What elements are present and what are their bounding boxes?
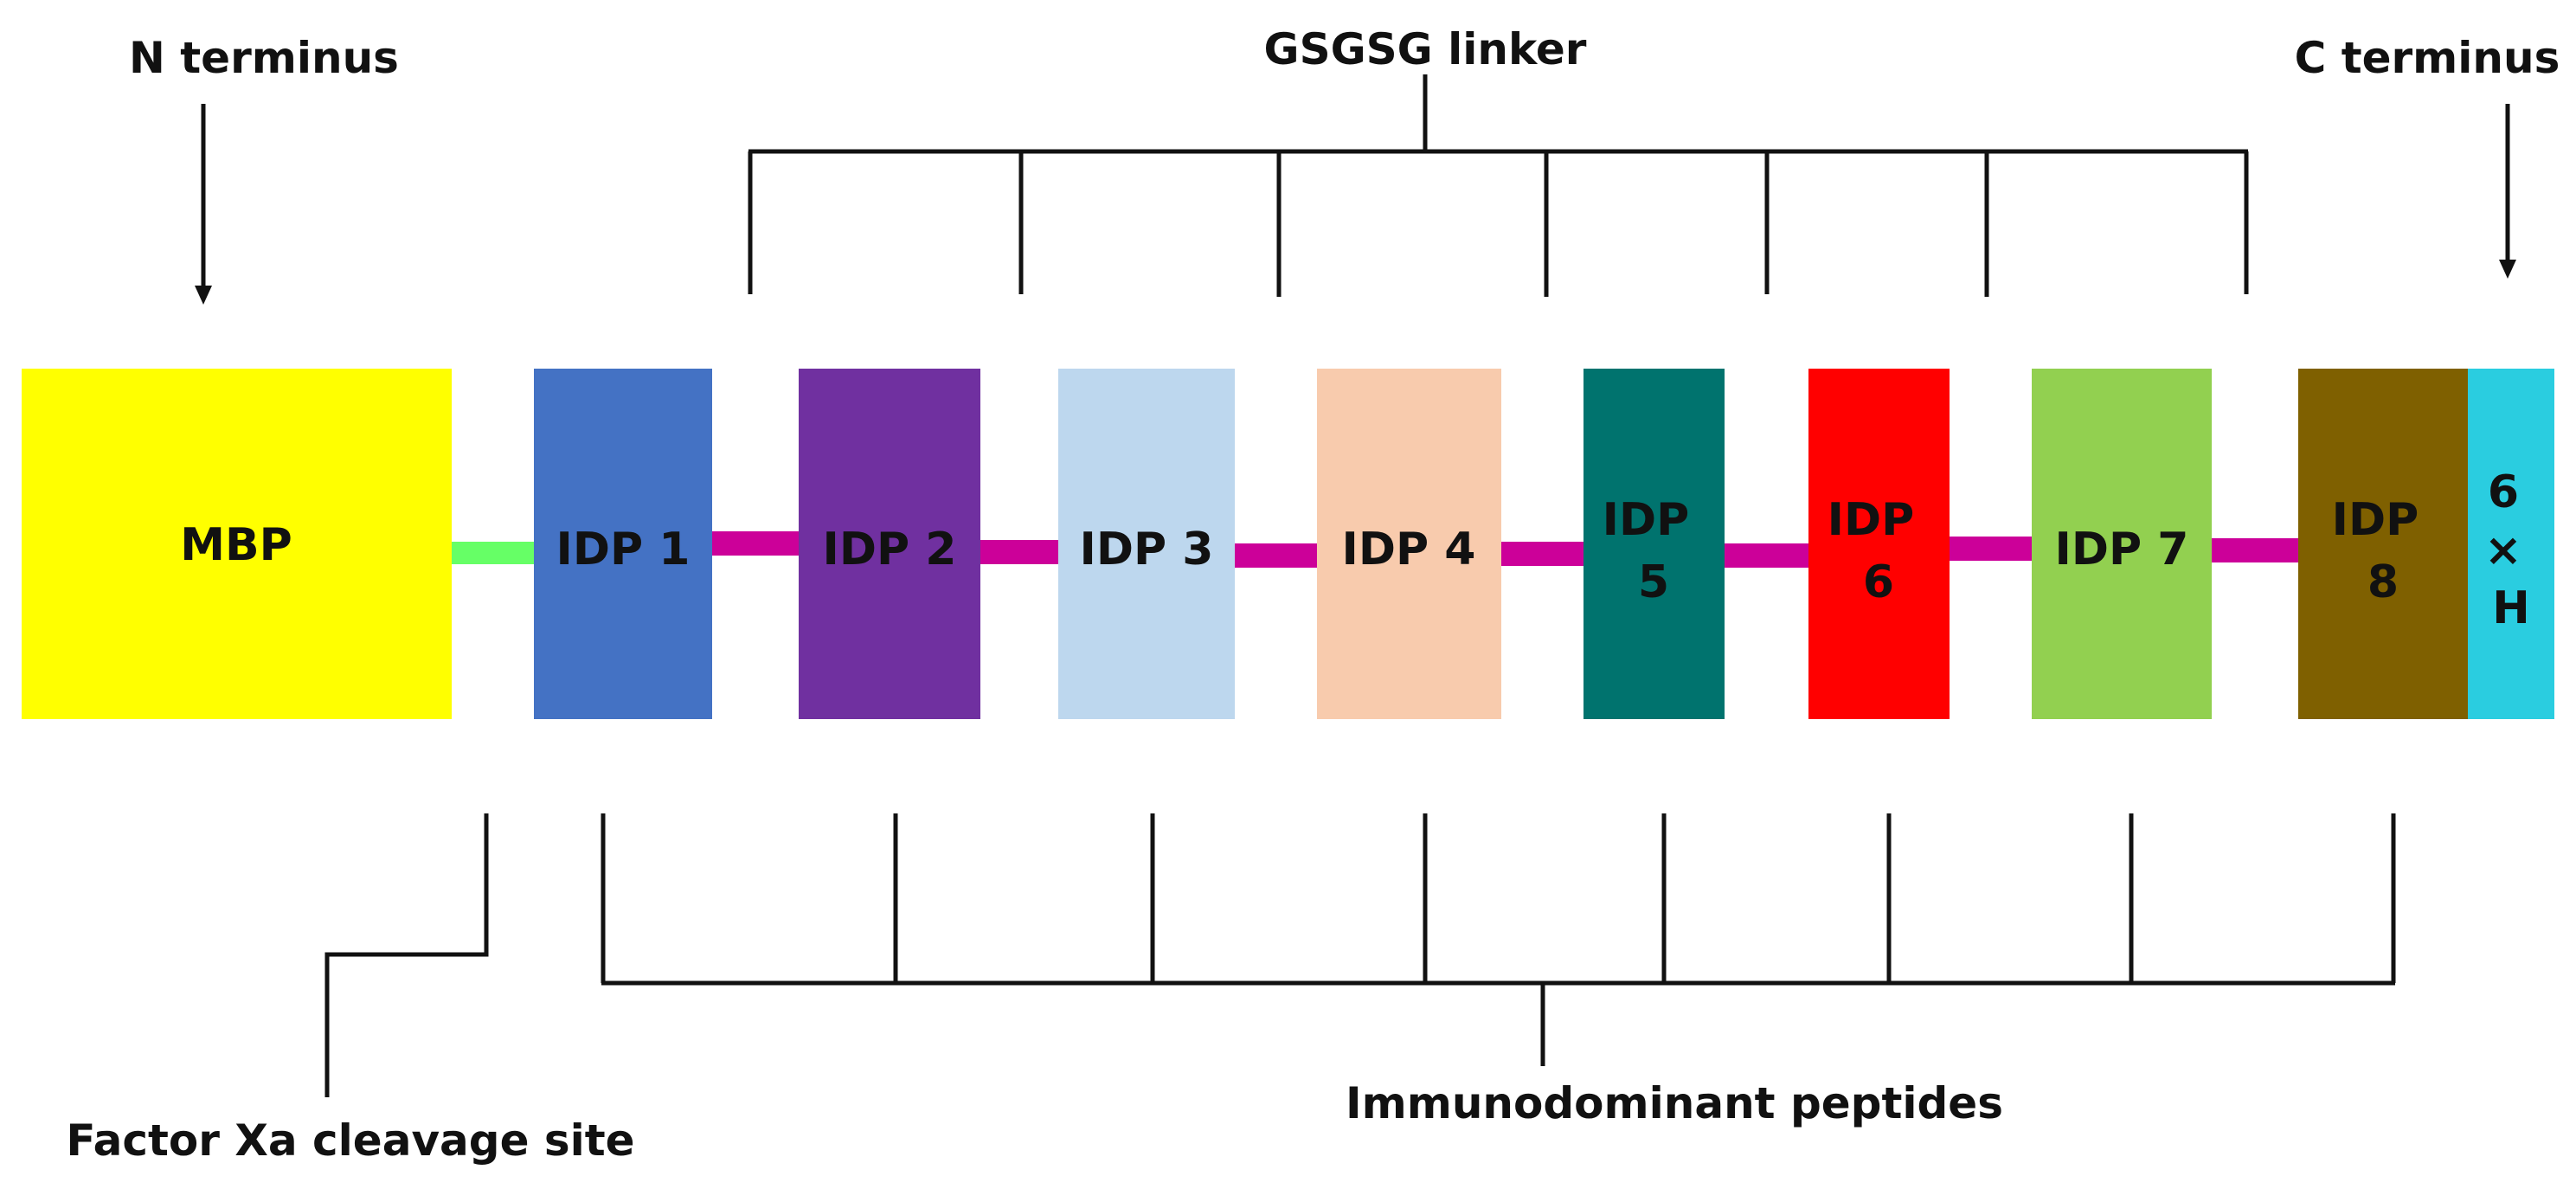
peptides-label: Immunodominant peptides	[1346, 1078, 2003, 1128]
block-idp7: IDP 7	[2032, 369, 2212, 719]
linker-connector	[1501, 542, 1584, 566]
block-idp3: IDP 3	[1058, 369, 1235, 719]
block-idp2: IDP 2	[799, 369, 980, 719]
linker-connector	[980, 540, 1058, 564]
block-mbp-label: MBP	[180, 519, 292, 571]
block-idp1-label: IDP 1	[556, 524, 691, 575]
linker-connector	[1950, 537, 2032, 561]
linker-connector	[1235, 543, 1317, 568]
block-idp4: IDP 4	[1317, 369, 1501, 719]
block-idp4-label: IDP 4	[1342, 524, 1476, 575]
c-terminus-label: C terminus	[2295, 33, 2560, 83]
n-terminus-label: N terminus	[129, 33, 399, 83]
linker-connector	[1725, 543, 1808, 568]
block-idp1: IDP 1	[534, 369, 712, 719]
construct-blocks: MBP IDP 1 IDP 2 IDP 3 IDP 4	[22, 369, 2554, 719]
c-terminus-arrow	[2499, 104, 2516, 279]
block-idp8: IDP 8	[2298, 369, 2468, 719]
cleavage-site-leader	[324, 813, 489, 1097]
block-idp5-label: IDP 5	[1603, 494, 1706, 608]
block-his-tag-label: 6 × H	[2484, 466, 2538, 634]
block-idp5: IDP 5	[1584, 369, 1725, 719]
peptides-bracket	[601, 813, 2396, 1066]
block-idp7-label: IDP 7	[2055, 524, 2189, 575]
block-idp6-label: IDP 6	[1828, 494, 1930, 608]
cleavage-site-label: Factor Xa cleavage site	[66, 1115, 634, 1166]
block-idp2-label: IDP 2	[823, 524, 957, 575]
block-mbp: MBP	[22, 369, 452, 719]
block-idp6: IDP 6	[1808, 369, 1950, 719]
linker-bracket	[748, 74, 2249, 297]
construct-connectors	[452, 531, 2298, 568]
linker-connector	[712, 531, 799, 556]
linker-connector	[2212, 538, 2298, 562]
n-terminus-arrow	[195, 104, 212, 305]
cleavage-connector	[452, 542, 534, 564]
block-his-tag: 6 × H	[2468, 369, 2554, 719]
block-idp8-label: IDP 8	[2332, 494, 2435, 608]
block-idp3-label: IDP 3	[1080, 524, 1214, 575]
linker-label: GSGSG linker	[1264, 24, 1587, 74]
